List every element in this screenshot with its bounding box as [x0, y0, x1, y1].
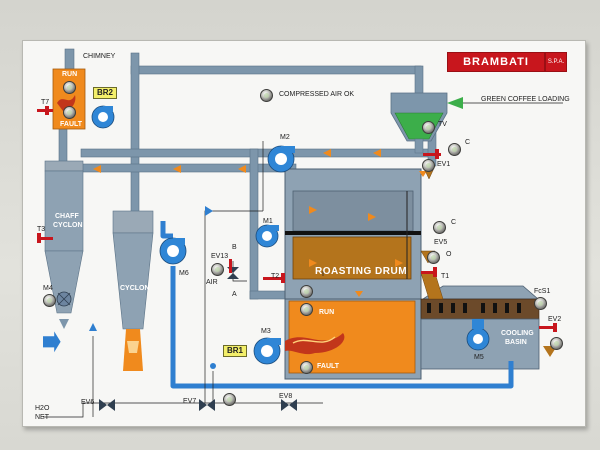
ev1-label: EV1 — [437, 161, 451, 168]
o-label: O — [446, 251, 452, 258]
fans — [91, 105, 490, 365]
fan-m5 — [466, 319, 490, 351]
green-coffee-arrow — [447, 97, 463, 109]
brand-suffix: S.P.A. — [545, 52, 567, 72]
m5-label: M5 — [474, 354, 484, 361]
hopper-feed-duct — [414, 65, 424, 97]
c1-label: C — [465, 139, 471, 146]
b-label: B — [232, 244, 237, 251]
discharge-chute — [420, 272, 444, 300]
br1-tag: BR1 — [223, 345, 248, 357]
br2-burner-box — [52, 68, 86, 130]
br2-fault-label: FAULT — [60, 121, 83, 128]
cyclon-cap — [112, 210, 154, 234]
net-label: NET — [35, 414, 49, 421]
c2-label: C — [451, 219, 457, 226]
synoptic-panel: BRAMBATI S.P.A. CHIMNEY RUN FAULT BR2 T7… — [22, 40, 586, 427]
ev6-label: EV6 — [81, 399, 95, 406]
burner-run-label: RUN — [319, 309, 335, 316]
m2-return-duct — [80, 163, 297, 173]
a-label: A — [232, 291, 237, 298]
t7-label: T7 — [41, 99, 50, 106]
water-m6-line — [160, 221, 173, 239]
ev1-lamp[interactable] — [422, 159, 435, 172]
ev8-label: EV8 — [279, 393, 293, 400]
ev2-lamp[interactable] — [550, 337, 563, 350]
br2-run-label: RUN — [62, 71, 78, 78]
air-label: AIR — [206, 279, 218, 286]
drum-vertical-duct — [249, 148, 259, 300]
h2o-label: H2O — [35, 405, 50, 412]
fcs1-label: FcS1 — [534, 288, 551, 295]
ev5-label: EV5 — [434, 239, 448, 246]
water-main-line — [170, 266, 514, 389]
chaff-cyclon-cap — [44, 160, 84, 172]
fan-m1 — [255, 224, 279, 248]
fan-br2 — [91, 105, 115, 129]
fan-m2 — [267, 145, 295, 173]
ev13-label: EV13 — [211, 253, 229, 260]
fan-m3 — [253, 337, 281, 365]
burner-flame — [285, 333, 345, 355]
t2-lamp[interactable] — [300, 285, 313, 298]
br2-run-lamp[interactable] — [63, 81, 76, 94]
compressed-air-lamp[interactable] — [260, 89, 273, 102]
fcs1-lamp[interactable] — [534, 297, 547, 310]
fan-m6 — [159, 237, 187, 265]
o-lamp[interactable] — [427, 251, 440, 264]
drum-axle — [285, 231, 421, 235]
cooling-basin-label-2: BASIN — [505, 339, 527, 346]
br2-tag: BR2 — [93, 87, 118, 99]
top-duct — [130, 65, 422, 75]
m3-label: M3 — [261, 328, 271, 335]
m1-label: M1 — [263, 218, 273, 225]
cooling-basin-beans — [420, 298, 540, 320]
roasting-drum-label: ROASTING DRUM — [315, 266, 408, 277]
roasting-drum-body — [292, 236, 412, 280]
burner-run-lamp[interactable] — [300, 303, 313, 316]
h2o-inlet-arrow — [43, 331, 61, 353]
cooling-basin-label-1: COOLING — [501, 330, 534, 337]
cyclon-label: CYCLON — [120, 285, 150, 292]
green-coffee-label: GREEN COFFEE LOADING — [481, 96, 570, 103]
ev7-lamp[interactable] — [223, 393, 236, 406]
m4-lamp[interactable] — [43, 294, 56, 307]
ev13-lamp[interactable] — [211, 263, 224, 276]
compressed-air-label: COMPRESSED AIR OK — [279, 91, 355, 98]
m6-label: M6 — [179, 270, 189, 277]
temperature-probes — [37, 106, 557, 332]
t1-label: T1 — [441, 273, 450, 280]
ev2-label: EV2 — [548, 316, 562, 323]
t3-label: T3 — [37, 226, 46, 233]
c2-lamp[interactable] — [433, 221, 446, 234]
chimney-stack — [64, 48, 75, 70]
t2-label: T2 — [271, 273, 280, 280]
ev7-label: EV7 — [183, 398, 197, 405]
cyclon-body — [112, 232, 154, 330]
drum-enclosure — [284, 168, 422, 305]
flow-arrows — [93, 149, 427, 297]
h2o-net-line — [43, 371, 214, 418]
tv-lamp[interactable] — [422, 121, 435, 134]
m4-label: M4 — [43, 285, 53, 292]
chaff-cyclon-label-2: CYCLON — [53, 222, 83, 229]
chaff-cyclon-label-1: CHAFF — [55, 213, 79, 220]
chimney-label: CHIMNEY — [83, 53, 116, 60]
drum-bottom-duct — [249, 290, 291, 300]
process-diagram — [37, 48, 563, 418]
burner-fault-label: FAULT — [317, 363, 340, 370]
br2-fault-lamp[interactable] — [63, 106, 76, 119]
tv-label: TV — [438, 121, 447, 128]
c1-lamp[interactable] — [448, 143, 461, 156]
cyclon-riser — [130, 52, 140, 214]
m2-label: M2 — [280, 134, 290, 141]
brand-logo: BRAMBATI — [447, 52, 545, 72]
chaff-outlet-arrow — [59, 319, 69, 329]
m2-duct — [80, 148, 437, 158]
hopper-neck — [414, 138, 424, 154]
burner-fault-lamp[interactable] — [300, 361, 313, 374]
